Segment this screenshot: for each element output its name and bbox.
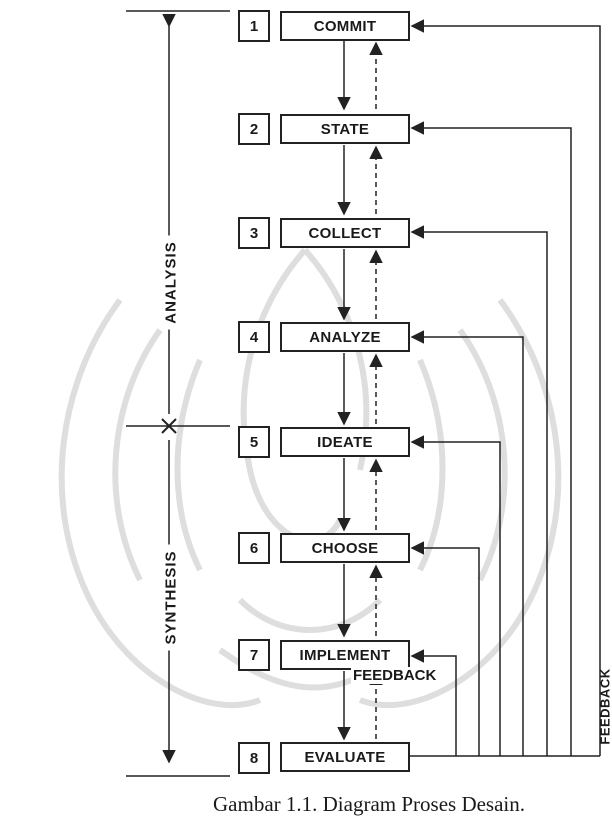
feedback-side-label: FEEDBACK bbox=[598, 668, 612, 746]
figure-caption: Gambar 1.1. Diagram Proses Desain. bbox=[213, 792, 612, 817]
step-box-choose: CHOOSE bbox=[280, 533, 410, 563]
step-box-state: STATE bbox=[280, 114, 410, 144]
step-box-evaluate: EVALUATE bbox=[280, 742, 410, 772]
step-box-analyze: ANALYZE bbox=[280, 322, 410, 352]
synthesis-label: SYNTHESIS bbox=[161, 545, 182, 651]
step-box-collect: COLLECT bbox=[280, 218, 410, 248]
feedback-loops bbox=[410, 26, 600, 756]
step-number-1: 1 bbox=[238, 10, 270, 42]
step-box-ideate: IDEATE bbox=[280, 427, 410, 457]
feedback-inner-label: FEEDBACK bbox=[351, 667, 438, 684]
analysis-label: ANALYSIS bbox=[161, 236, 182, 330]
step-number-2: 2 bbox=[238, 113, 270, 145]
step-box-commit: COMMIT bbox=[280, 11, 410, 41]
step-number-8: 8 bbox=[238, 742, 270, 774]
step-number-7: 7 bbox=[238, 639, 270, 671]
step-number-5: 5 bbox=[238, 426, 270, 458]
step-number-3: 3 bbox=[238, 217, 270, 249]
step-box-implement: IMPLEMENT bbox=[280, 640, 410, 670]
step-number-6: 6 bbox=[238, 532, 270, 564]
step-number-4: 4 bbox=[238, 321, 270, 353]
